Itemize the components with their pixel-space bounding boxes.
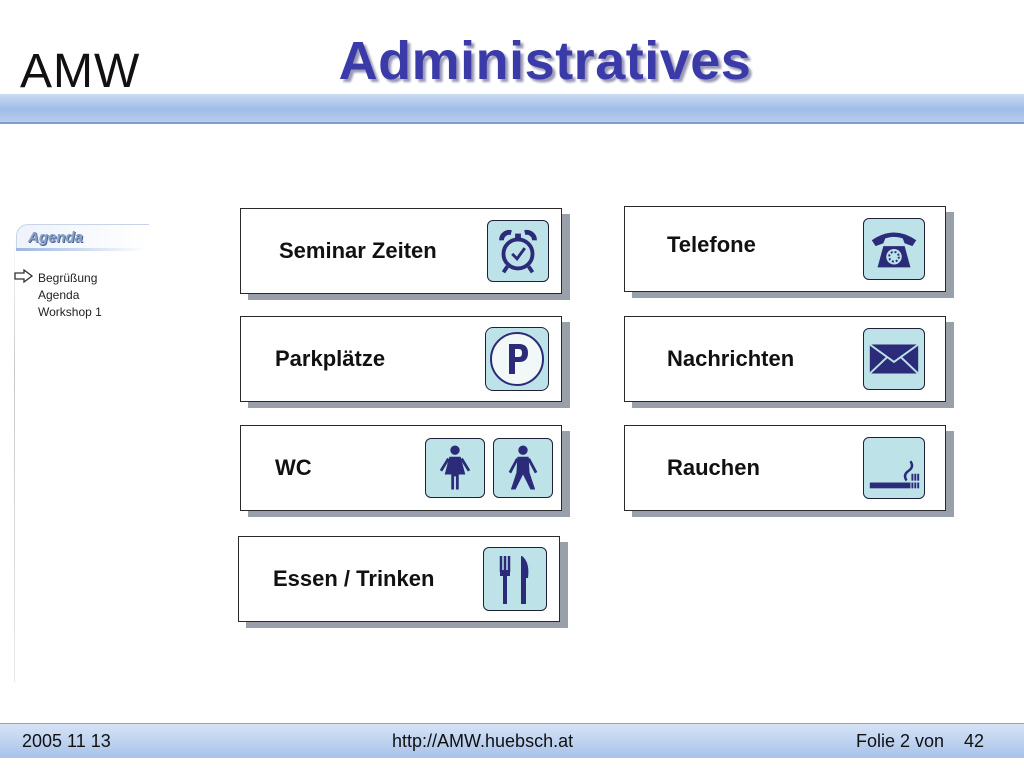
slide-title: Administratives (338, 31, 752, 91)
alarm-clock-icon (487, 220, 549, 282)
agenda-item-workshop-1[interactable]: Workshop 1 (38, 305, 102, 319)
sign-essen-trinken: Essen / Trinken (238, 536, 560, 622)
footer-slide-label: Folie 2 von (856, 731, 945, 751)
sign-parkplaetze: Parkplätze (240, 316, 562, 402)
sign-label: Seminar Zeiten (279, 238, 437, 263)
agenda-item-agenda[interactable]: Agenda (38, 288, 80, 302)
sign-telefone: Telefone (624, 206, 946, 292)
sign-label: Nachrichten (667, 346, 795, 371)
footer-date: 2005 11 13 (22, 731, 111, 751)
header-band (0, 94, 1024, 124)
sign-nachrichten: Nachrichten (624, 316, 946, 402)
sign-label: Parkplätze (275, 346, 386, 371)
current-item-arrow-icon (14, 269, 34, 283)
sign-label: Telefone (667, 231, 756, 257)
footer-url-link[interactable]: http://AMW.huebsch.at (392, 731, 574, 751)
sign-wc: WC (240, 425, 562, 511)
male-icon (493, 438, 553, 498)
female-icon (425, 438, 485, 498)
parking-icon (485, 327, 549, 391)
sign-label: Essen / Trinken (273, 566, 435, 591)
sign-seminar-zeiten: Seminar Zeiten (240, 208, 562, 294)
logo: AMW (20, 45, 141, 98)
footer-band (0, 723, 1024, 758)
sidebar-line (14, 232, 15, 682)
footer-slide-total: 42 (964, 731, 985, 751)
agenda-underline (16, 248, 146, 251)
sign-label: WC (275, 455, 312, 480)
agenda-title: Agenda (28, 229, 84, 246)
sign-label: Rauchen (667, 455, 760, 480)
telephone-icon (863, 218, 925, 280)
agenda-tab (16, 224, 149, 249)
fork-knife-icon (483, 547, 547, 611)
agenda-list: Begrüßung Agenda Workshop 1 (38, 270, 102, 321)
agenda-item-begruessung[interactable]: Begrüßung (38, 271, 98, 285)
cigarette-icon (863, 437, 925, 499)
sign-rauchen: Rauchen (624, 425, 946, 511)
envelope-icon (863, 328, 925, 390)
